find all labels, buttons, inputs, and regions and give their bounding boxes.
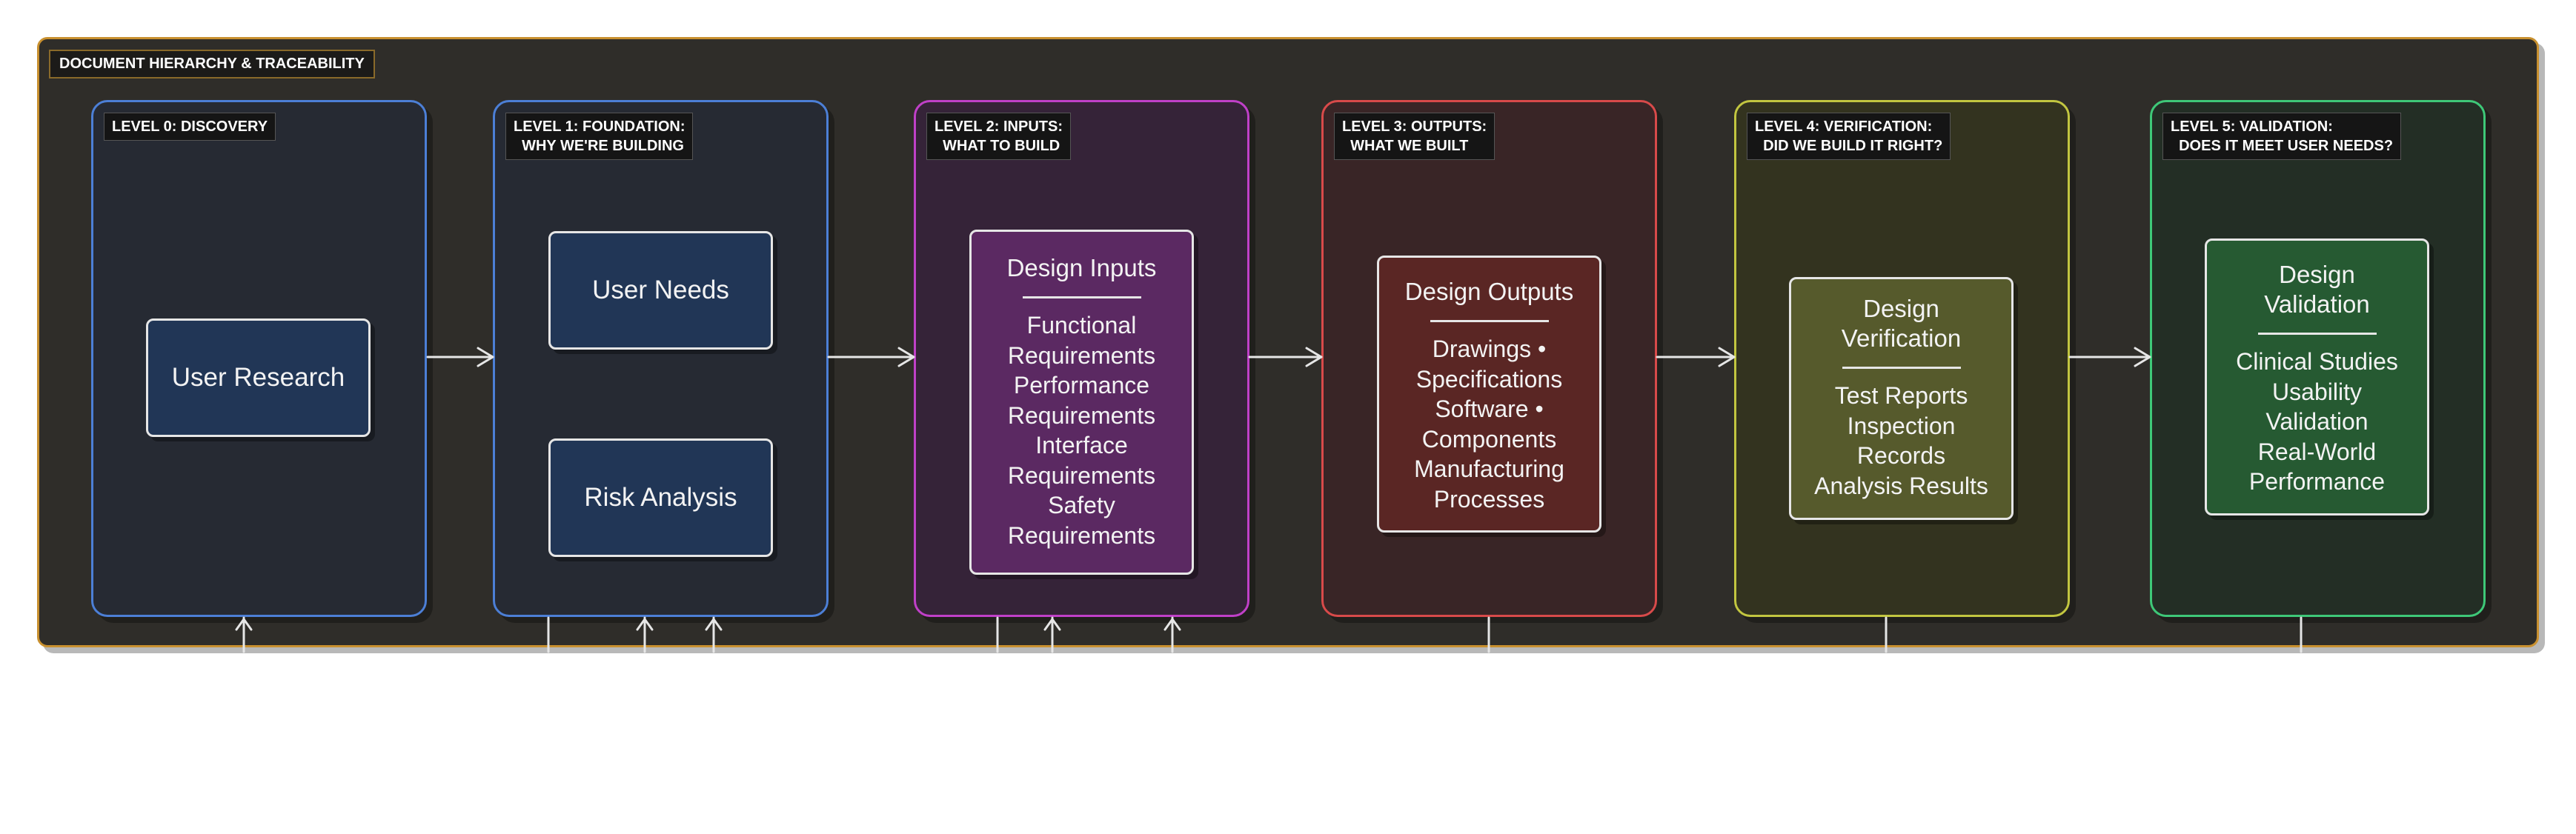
level-5-label: LEVEL 5: VALIDATION: DOES IT MEET USER N… bbox=[2162, 113, 2402, 160]
arrow-level3-to-level4 bbox=[1656, 347, 1736, 367]
design-outputs-divider bbox=[1430, 320, 1549, 322]
arrow-level0-to-level1 bbox=[426, 347, 494, 367]
user-research-node[interactable]: User Research bbox=[146, 318, 371, 437]
user-research-label: User Research bbox=[171, 363, 345, 392]
hierarchy-frame bbox=[37, 37, 2539, 647]
risk-analysis-node[interactable]: Risk Analysis bbox=[548, 438, 773, 557]
risk-analysis-label: Risk Analysis bbox=[584, 483, 737, 512]
trace-up-arrow-level0 bbox=[235, 616, 253, 653]
design-verification-body: Test Reports Inspection Records Analysis… bbox=[1814, 382, 1988, 499]
design-validation-node[interactable]: Design Validation Clinical Studies Usabi… bbox=[2205, 238, 2429, 516]
design-inputs-node[interactable]: Design Inputs Functional Requirements Pe… bbox=[969, 230, 1194, 575]
level-4-label: LEVEL 4: VERIFICATION: DID WE BUILD IT R… bbox=[1747, 113, 1951, 160]
design-validation-divider bbox=[2257, 333, 2377, 335]
design-inputs-divider bbox=[1022, 296, 1141, 298]
design-inputs-body: Functional Requirements Performance Requ… bbox=[1007, 312, 1156, 549]
design-verification-node[interactable]: Design Verification Test Reports Inspect… bbox=[1789, 277, 2014, 520]
design-verification-title: Design Verification bbox=[1841, 295, 1962, 352]
arrow-level4-to-level5 bbox=[2068, 347, 2151, 367]
level-0-label: LEVEL 0: DISCOVERY bbox=[104, 113, 276, 141]
design-verification-divider bbox=[1842, 367, 1961, 369]
frame-title: DOCUMENT HIERARCHY & TRACEABILITY bbox=[49, 50, 375, 79]
user-needs-label: User Needs bbox=[592, 276, 729, 304]
level-1-label: LEVEL 1: FOUNDATION: WHY WE'RE BUILDING bbox=[505, 113, 694, 160]
arrow-level1-to-level2 bbox=[827, 347, 915, 367]
level-3-label: LEVEL 3: OUTPUTS: WHAT WE BUILT bbox=[1334, 113, 1496, 160]
trace-up-arrow-level1-b bbox=[636, 616, 654, 653]
design-validation-body: Clinical Studies Usability Validation Re… bbox=[2236, 348, 2398, 495]
arrow-level2-to-level3 bbox=[1248, 347, 1323, 367]
level-2-label: LEVEL 2: INPUTS: WHAT TO BUILD bbox=[926, 113, 1071, 160]
trace-up-arrow-level2-c bbox=[1163, 616, 1181, 653]
design-outputs-node[interactable]: Design Outputs Drawings • Specifications… bbox=[1377, 256, 1601, 533]
trace-up-arrow-level2-b bbox=[1043, 616, 1061, 653]
user-needs-node[interactable]: User Needs bbox=[548, 231, 773, 350]
design-inputs-title: Design Inputs bbox=[1006, 254, 1157, 281]
design-outputs-title: Design Outputs bbox=[1404, 278, 1574, 305]
trace-up-arrow-level1-c bbox=[705, 616, 723, 653]
design-outputs-body: Drawings • Specifications Software • Com… bbox=[1414, 336, 1564, 513]
design-validation-title: Design Validation bbox=[2264, 261, 2370, 318]
